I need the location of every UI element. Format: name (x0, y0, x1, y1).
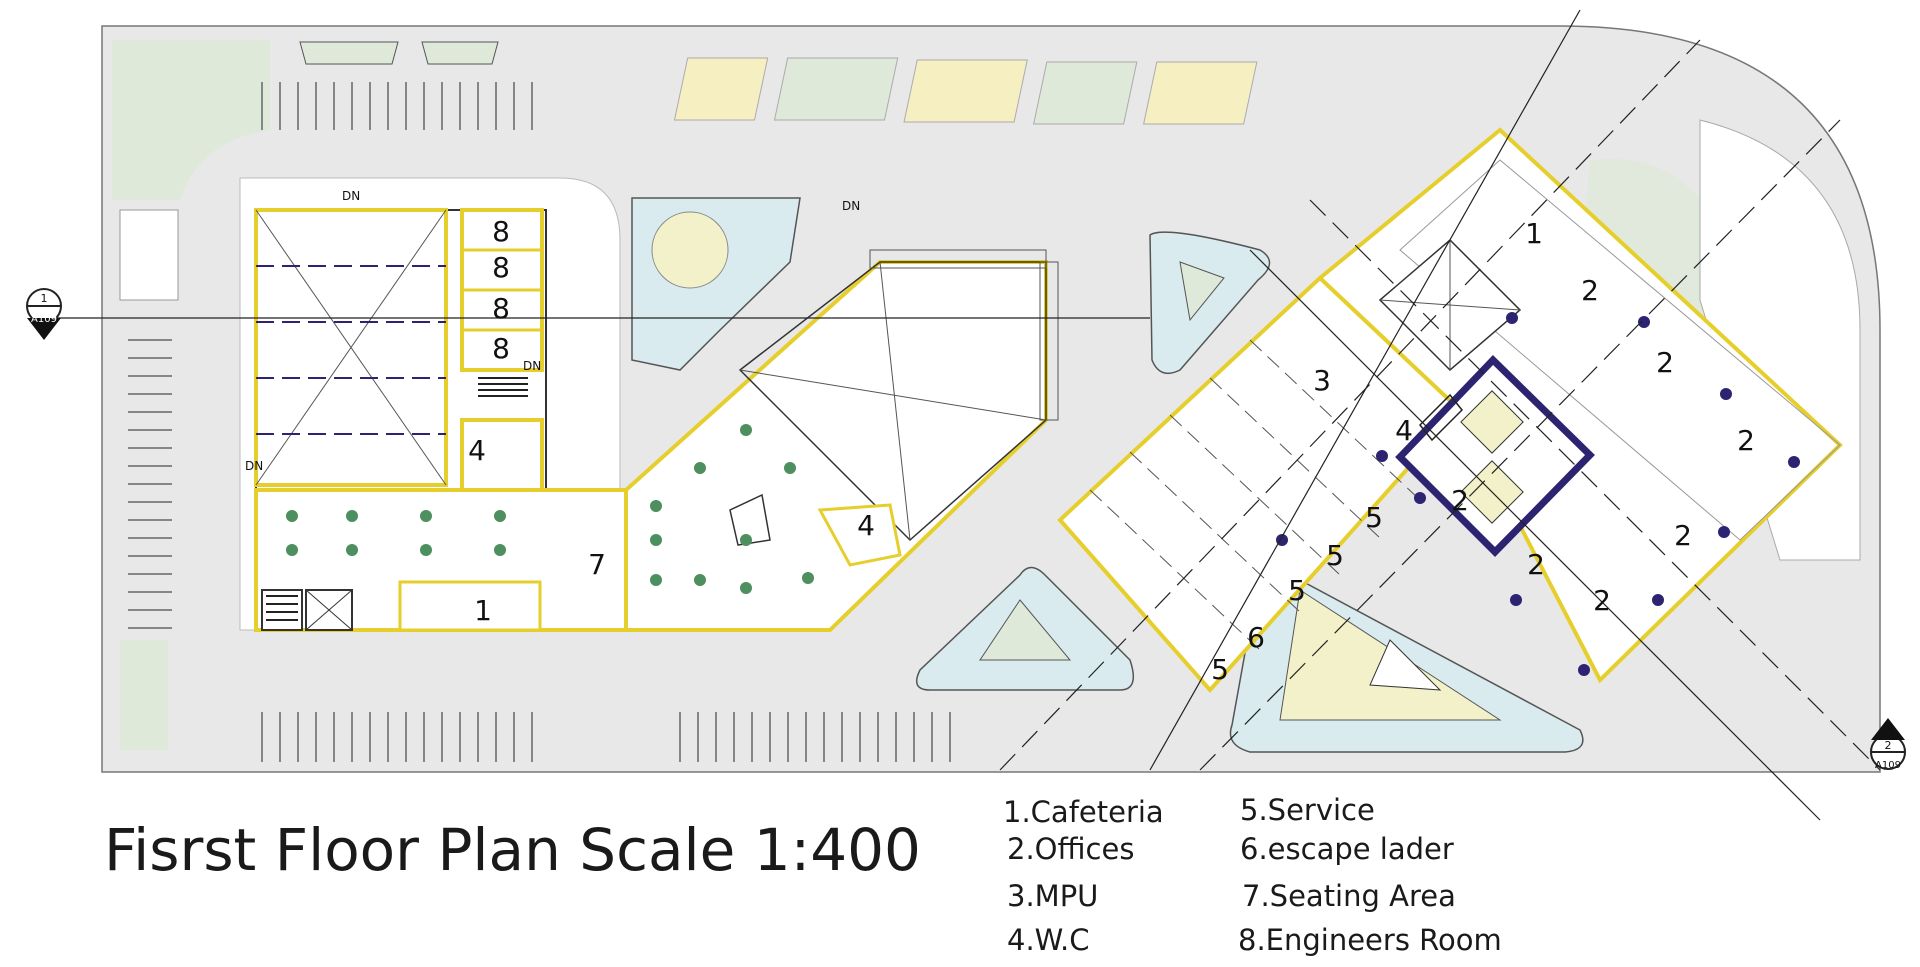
room-label: 1 (474, 594, 492, 627)
left-building (254, 208, 628, 632)
room-label: 8 (492, 292, 510, 325)
room-label: 7 (588, 548, 606, 581)
legend-item-escape-ladder: 6.escape lader (1240, 832, 1454, 866)
legend-item-offices: 2.Offices (1007, 832, 1135, 866)
room-label: 2 (1593, 584, 1611, 617)
section-marker-2-number: 2 (1885, 739, 1892, 752)
room-label: 4 (857, 509, 875, 542)
column-icon (1638, 316, 1650, 328)
dn-label: DN (523, 359, 541, 373)
legend-item-service: 5.Service (1240, 793, 1375, 827)
table-icon (346, 510, 358, 522)
legend-item-wc: 4.W.C (1007, 923, 1090, 957)
parking-stalls (128, 82, 951, 762)
column-icon (1510, 594, 1522, 606)
table-icon (650, 500, 662, 512)
room-label: 5 (1288, 574, 1306, 607)
table-icon (286, 510, 298, 522)
middle-building (624, 249, 1059, 632)
table-icon (650, 534, 662, 546)
room-labels: 8 8 8 8 4 4 4 7 1 1 3 2 2 2 2 2 2 2 5 5 … (468, 215, 1755, 686)
table-icon (346, 544, 358, 556)
section-marker-2: 2 A109 (1870, 718, 1906, 771)
column-icon (1376, 450, 1388, 462)
table-icon (694, 462, 706, 474)
right-building (1057, 127, 1843, 694)
section-marker-2-sheet: A109 (1875, 760, 1901, 771)
legend-item-engineers-room: 8.Engineers Room (1238, 923, 1502, 957)
room-label: 2 (1737, 424, 1755, 457)
room-label: 4 (1395, 414, 1413, 447)
plaza (631, 197, 1584, 753)
table-icon (784, 462, 796, 474)
room-label: 5 (1326, 539, 1344, 572)
column-icon (1718, 526, 1730, 538)
section-marker-1: 1 A109 (26, 288, 62, 340)
section-marker-1-number: 1 (41, 292, 48, 305)
room-label: 1 (1525, 217, 1543, 250)
table-icon (420, 510, 432, 522)
dn-labels: DN DN DN DN (245, 189, 860, 473)
room-label: 2 (1656, 346, 1674, 379)
upper-landscape (299, 41, 1258, 125)
legend-item-mpu: 3.MPU (1007, 879, 1099, 913)
room-label: 2 (1581, 274, 1599, 307)
column-icon (1788, 456, 1800, 468)
table-icon (740, 534, 752, 546)
plan-title: Fisrst Floor Plan Scale 1:400 (104, 816, 921, 884)
table-icon (494, 544, 506, 556)
column-icon (1506, 312, 1518, 324)
table-icon (740, 582, 752, 594)
column-icon (1720, 388, 1732, 400)
table-icon (694, 574, 706, 586)
room-label: 2 (1527, 548, 1545, 581)
section-lines (50, 9, 1881, 821)
column-icon (1414, 492, 1426, 504)
table-icon (286, 544, 298, 556)
room-label: 5 (1365, 501, 1383, 534)
room-label: 2 (1451, 484, 1469, 517)
room-label: 4 (468, 434, 486, 467)
column-icon (1578, 664, 1590, 676)
section-marker-1-sheet: A109 (31, 314, 57, 325)
legend-item-cafeteria: 1.Cafeteria (1003, 795, 1164, 829)
room-label: 3 (1313, 364, 1331, 397)
room-label: 6 (1247, 621, 1265, 654)
room-label: 8 (492, 332, 510, 365)
table-icon (650, 574, 662, 586)
room-label: 8 (492, 251, 510, 284)
table-icon (740, 424, 752, 436)
table-icon (802, 572, 814, 584)
dn-label: DN (842, 199, 860, 213)
table-icon (494, 510, 506, 522)
room-label: 8 (492, 215, 510, 248)
column-icon (1652, 594, 1664, 606)
room-label: 2 (1674, 519, 1692, 552)
dn-label: DN (342, 189, 360, 203)
dn-label: DN (245, 459, 263, 473)
table-icon (420, 544, 432, 556)
legend-item-seating-area: 7.Seating Area (1242, 879, 1456, 913)
room-label: 5 (1211, 653, 1229, 686)
